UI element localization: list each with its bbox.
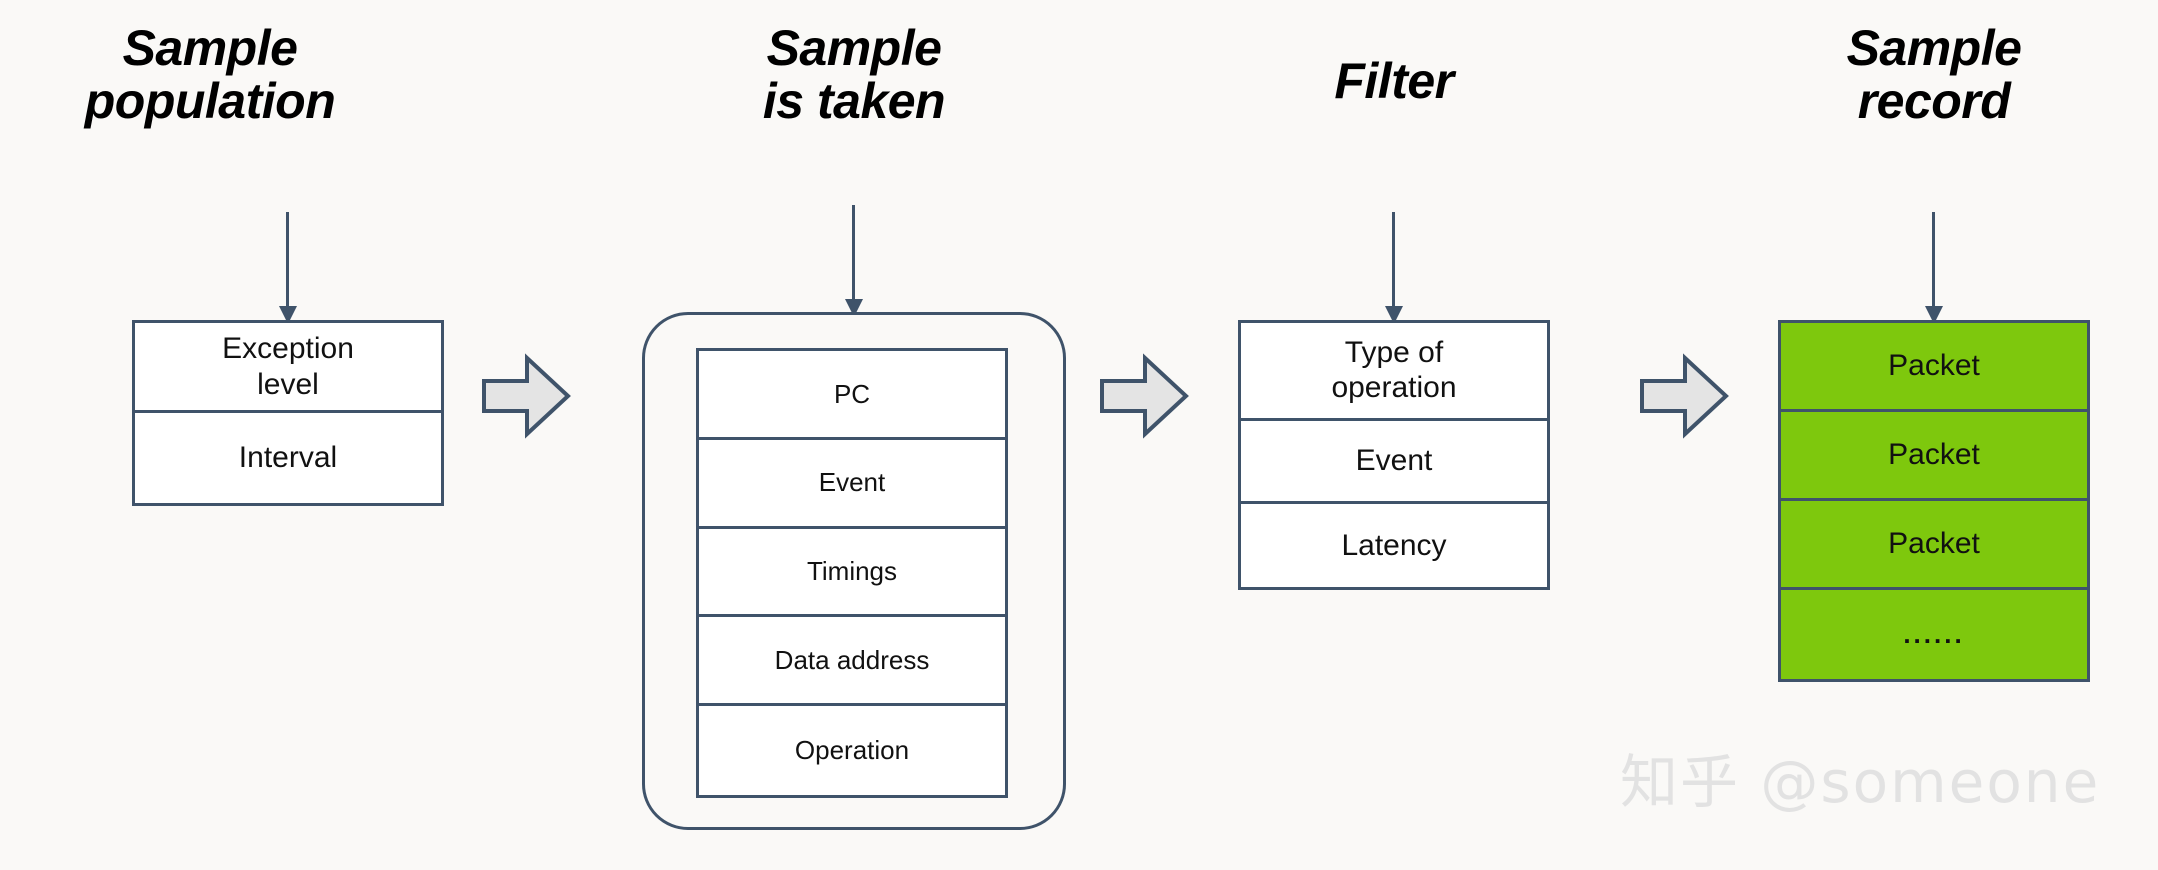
down-arrow-icon-population (275, 212, 301, 324)
table-row: Data address (699, 617, 1005, 707)
table-row: ...... (1781, 590, 2087, 679)
right-block-arrow-icon-3 (1638, 352, 1730, 440)
heading-sample-record: Sample record (1846, 20, 2022, 129)
table-row: Packet (1781, 412, 2087, 501)
table-row: Event (699, 440, 1005, 529)
watermark: 知乎 @someone (1620, 748, 2101, 816)
sample-record-table: Packet Packet Packet ...... (1778, 320, 2090, 682)
down-arrow-icon-filter (1381, 212, 1407, 324)
table-row: Exception level (135, 323, 441, 413)
heading-sample-is-taken: Sample is taken (762, 20, 946, 129)
right-block-arrow-icon-1 (480, 352, 572, 440)
filter-table: Type of operation Event Latency (1238, 320, 1550, 590)
table-row: Timings (699, 529, 1005, 618)
table-row: Latency (1341, 528, 1447, 562)
heading-sample-population: Sample population (84, 20, 336, 129)
down-arrow-icon-record (1921, 212, 1947, 324)
table-row: Operation (794, 735, 910, 766)
table-row: Interval (238, 441, 338, 475)
table-row: Type of operation (1241, 323, 1547, 421)
down-arrow-icon-sample-taken (841, 205, 867, 317)
table-row: Event (1241, 421, 1547, 504)
sample-taken-table: PC Event Timings Data address Operation (696, 348, 1008, 798)
heading-filter: Filter (1334, 53, 1454, 109)
table-row: Packet (1781, 323, 2087, 412)
right-block-arrow-icon-2 (1098, 352, 1190, 440)
table-row: PC (699, 351, 1005, 440)
sample-population-table: Exception level Interval (132, 320, 444, 506)
table-row: Packet (1781, 501, 2087, 590)
